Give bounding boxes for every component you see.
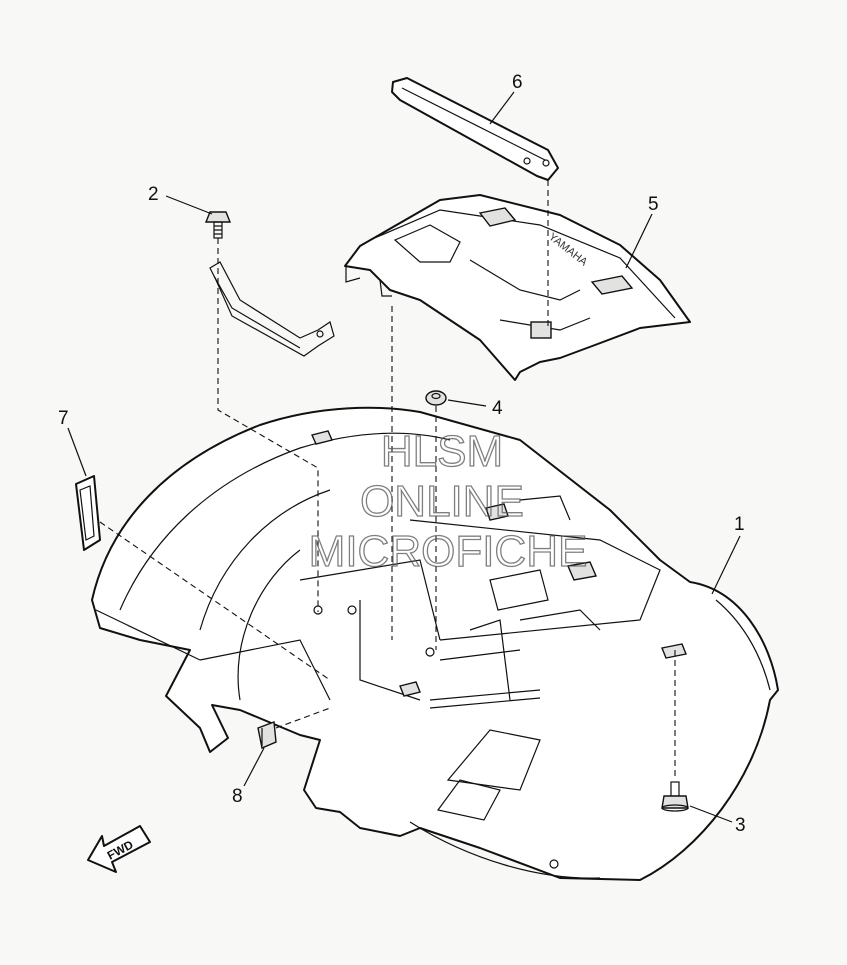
part-7-label: [75, 475, 101, 551]
watermark-line-2: ONLINE: [360, 477, 524, 526]
watermark: HLSM ONLINE MICROFICHE: [308, 426, 588, 576]
part-3-bolt: [661, 781, 689, 812]
callout-labels: 1 2 3 4 5 6 7 8: [58, 72, 746, 836]
watermark-line-1: HLSM: [381, 427, 503, 476]
callout-6: 6: [512, 72, 523, 93]
callout-leaders: [67, 91, 741, 823]
part-6-strap: [391, 77, 559, 181]
part-2-bracket: [209, 261, 335, 357]
fwd-arrow-icon: FWD: [87, 825, 151, 873]
assembly-lines: [99, 180, 676, 780]
part-8-clip: [257, 721, 277, 749]
callout-5: 5: [648, 194, 659, 215]
watermark-line-3: MICROFICHE: [309, 527, 588, 576]
callout-2: 2: [148, 184, 159, 205]
part-4-grommet: [425, 390, 447, 406]
part-1-rear-fender: [91, 406, 779, 881]
callout-7: 7: [58, 408, 69, 429]
callout-8: 8: [232, 786, 243, 807]
callout-3: 3: [735, 815, 746, 836]
callout-1: 1: [734, 514, 745, 535]
callout-4: 4: [492, 398, 503, 419]
part-2-bolt: [204, 211, 232, 239]
part-5-rear-cover: YAMAHA: [344, 194, 691, 381]
